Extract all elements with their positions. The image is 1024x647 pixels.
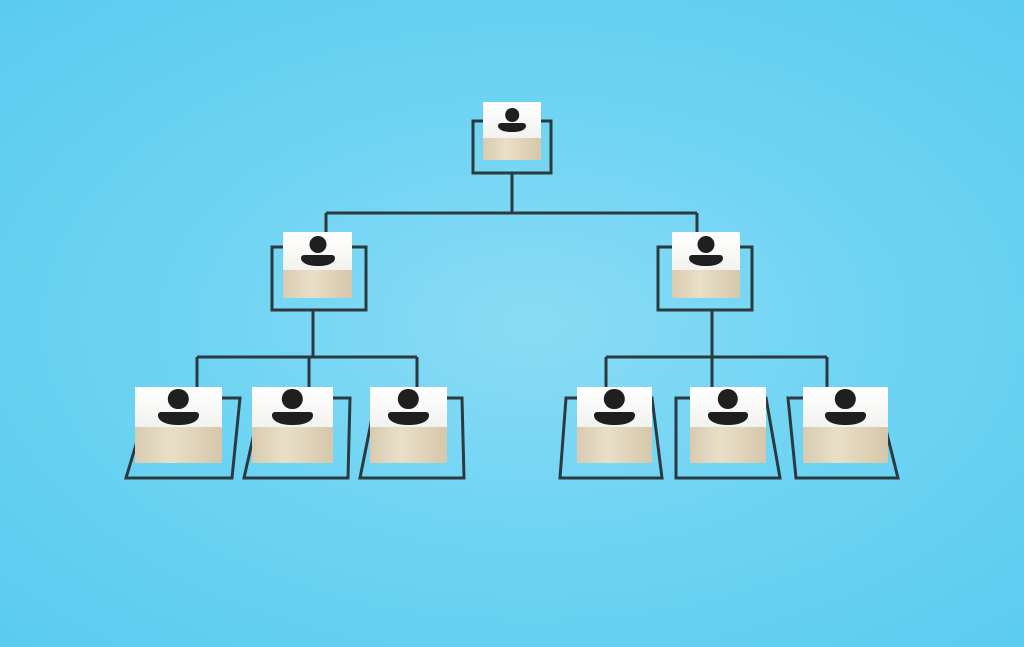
block-wood-side	[577, 427, 652, 463]
block-face	[370, 387, 447, 427]
org-node-l3-6	[803, 387, 888, 463]
org-node-l3-5	[690, 387, 766, 463]
org-node-top	[483, 102, 541, 160]
connector-left	[195, 310, 419, 398]
org-node-l3-3	[370, 387, 447, 463]
block-face	[577, 387, 652, 427]
block-face	[135, 387, 222, 427]
block-face	[690, 387, 766, 427]
org-node-l3-1	[135, 387, 222, 463]
block-face	[483, 102, 541, 138]
person-icon	[158, 389, 199, 425]
person-icon	[272, 389, 313, 425]
block-wood-side	[283, 270, 352, 298]
block-wood-side	[252, 427, 333, 463]
block-wood-side	[672, 270, 740, 298]
connector-top	[324, 173, 699, 247]
person-icon	[498, 108, 526, 132]
person-icon	[707, 389, 749, 425]
connector-right	[604, 310, 829, 398]
block-wood-side	[690, 427, 766, 463]
person-icon	[388, 389, 429, 425]
block-face	[283, 232, 352, 270]
org-node-l3-2	[252, 387, 333, 463]
person-icon	[825, 389, 866, 425]
block-face	[803, 387, 888, 427]
block-face	[672, 232, 740, 270]
block-wood-side	[370, 427, 447, 463]
person-icon	[300, 236, 335, 266]
block-face	[252, 387, 333, 427]
person-icon	[689, 236, 723, 266]
block-wood-side	[483, 138, 541, 160]
block-wood-side	[135, 427, 222, 463]
org-node-l2-left	[283, 232, 352, 298]
org-node-l2-right	[672, 232, 740, 298]
block-wood-side	[803, 427, 888, 463]
org-node-l3-4	[577, 387, 652, 463]
person-icon	[594, 389, 635, 425]
